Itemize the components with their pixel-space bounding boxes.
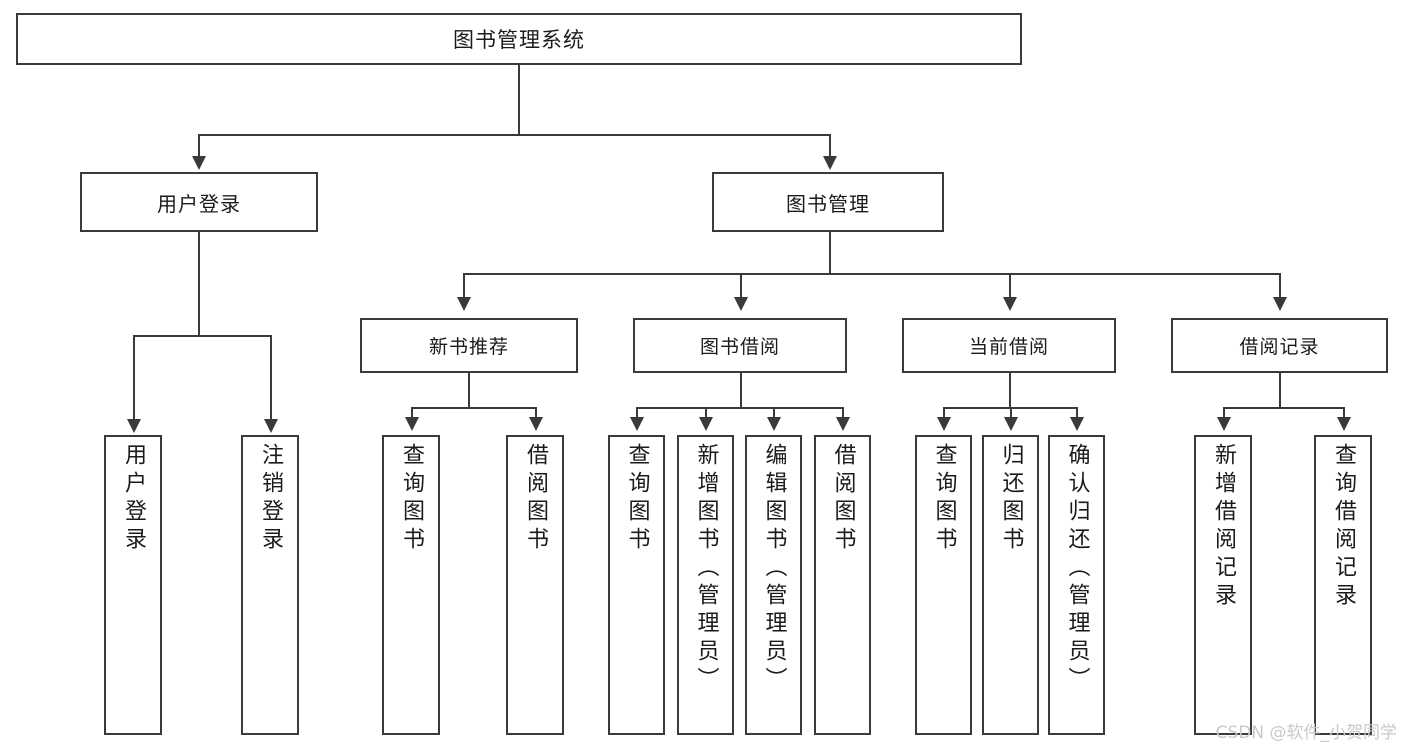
node-label: 借阅图书 xyxy=(523,443,548,555)
node-label: 查询图书 xyxy=(624,443,650,555)
arrowhead-bb-leaf-3 xyxy=(767,417,781,431)
node-leaf-add-book[interactable]: 新增图书（管理员） xyxy=(677,435,734,735)
node-label: 新书推荐 xyxy=(428,336,509,358)
connector-user-login-bar xyxy=(133,335,271,337)
connector-bb-drop-3 xyxy=(773,407,775,419)
node-label: 借阅记录 xyxy=(1239,336,1320,358)
node-label: 用户登录 xyxy=(121,443,146,555)
node-book-borrow[interactable]: 图书借阅 xyxy=(633,318,847,373)
connector-root-to-book-management xyxy=(829,134,831,158)
node-leaf-query-book-1[interactable]: 查询图书 xyxy=(382,435,440,735)
node-label: 编辑图书（管理员） xyxy=(761,443,787,695)
node-borrow-record[interactable]: 借阅记录 xyxy=(1171,318,1388,373)
node-label: 确认归还（管理员） xyxy=(1064,443,1090,695)
connector-root-to-user-login xyxy=(198,134,200,158)
connector-user-login-stem xyxy=(198,232,200,336)
node-label: 查询图书 xyxy=(399,443,424,555)
node-leaf-return-book[interactable]: 归还图书 xyxy=(982,435,1039,735)
arrowhead-nbr-leaf-1 xyxy=(405,417,419,431)
node-leaf-query-book-3[interactable]: 查询图书 xyxy=(915,435,972,735)
arrowhead-bm-to-current-borrow xyxy=(1003,297,1017,311)
arrowhead-bm-to-new-book-recommend xyxy=(457,297,471,311)
node-label: 图书管理 xyxy=(786,191,870,216)
node-leaf-logout[interactable]: 注销登录 xyxy=(241,435,299,735)
node-root-system[interactable]: 图书管理系统 xyxy=(16,13,1022,65)
connector-user-login-drop-2 xyxy=(270,335,272,421)
node-new-book-recommend[interactable]: 新书推荐 xyxy=(360,318,578,373)
connector-user-login-drop-1 xyxy=(133,335,135,421)
connector-bb-drop-2 xyxy=(705,407,707,419)
connector-borrow-record-stem xyxy=(1279,373,1281,409)
connector-new-book-recommend-bar xyxy=(411,407,537,409)
node-leaf-query-book-2[interactable]: 查询图书 xyxy=(608,435,665,735)
node-label: 当前借阅 xyxy=(968,336,1049,358)
node-label: 查询图书 xyxy=(931,443,957,555)
node-leaf-query-record[interactable]: 查询借阅记录 xyxy=(1314,435,1372,735)
arrowhead-cb-leaf-1 xyxy=(937,417,951,431)
node-user-login[interactable]: 用户登录 xyxy=(80,172,318,232)
node-leaf-add-record[interactable]: 新增借阅记录 xyxy=(1194,435,1252,735)
node-leaf-edit-book[interactable]: 编辑图书（管理员） xyxy=(745,435,802,735)
node-leaf-user-login[interactable]: 用户登录 xyxy=(104,435,162,735)
connector-cb-drop-2 xyxy=(1010,407,1012,419)
arrowhead-br-leaf-2 xyxy=(1337,417,1351,431)
connector-bm-drop-3 xyxy=(1009,273,1011,299)
connector-nbr-drop-1 xyxy=(411,407,413,419)
connector-book-borrow-stem xyxy=(740,373,742,409)
connector-root-stem xyxy=(518,65,520,135)
connector-cb-drop-1 xyxy=(943,407,945,419)
arrowhead-cb-leaf-2 xyxy=(1004,417,1018,431)
connector-bb-drop-4 xyxy=(842,407,844,419)
node-label: 借阅图书 xyxy=(830,443,856,555)
arrowhead-cb-leaf-3 xyxy=(1070,417,1084,431)
connector-bm-drop-2 xyxy=(740,273,742,299)
arrowhead-br-leaf-1 xyxy=(1217,417,1231,431)
arrowhead-bb-leaf-4 xyxy=(836,417,850,431)
connector-current-borrow-stem xyxy=(1009,373,1011,409)
node-label: 归还图书 xyxy=(998,443,1024,555)
arrowhead-root-to-book-management xyxy=(823,156,837,170)
connector-book-borrow-bar xyxy=(636,407,844,409)
connector-borrow-record-bar xyxy=(1223,407,1345,409)
arrowhead-bb-leaf-1 xyxy=(630,417,644,431)
node-label: 查询借阅记录 xyxy=(1331,443,1356,611)
arrowhead-root-to-user-login xyxy=(192,156,206,170)
node-leaf-borrow-book-1[interactable]: 借阅图书 xyxy=(506,435,564,735)
connector-nbr-drop-2 xyxy=(535,407,537,419)
connector-root-bar xyxy=(198,134,830,136)
connector-cb-drop-3 xyxy=(1076,407,1078,419)
node-book-management[interactable]: 图书管理 xyxy=(712,172,944,232)
connector-new-book-recommend-stem xyxy=(468,373,470,409)
connector-book-management-stem xyxy=(829,232,831,274)
arrowhead-bm-to-borrow-record xyxy=(1273,297,1287,311)
node-label: 新增图书（管理员） xyxy=(693,443,719,695)
arrowhead-nbr-leaf-2 xyxy=(529,417,543,431)
node-label: 注销登录 xyxy=(258,443,283,555)
arrowhead-user-login-leaf-1 xyxy=(127,419,141,433)
connector-bb-drop-1 xyxy=(636,407,638,419)
node-label: 用户登录 xyxy=(157,191,241,216)
connector-br-drop-2 xyxy=(1343,407,1345,419)
connector-bm-drop-1 xyxy=(463,273,465,299)
arrowhead-user-login-leaf-2 xyxy=(264,419,278,433)
node-label: 图书借阅 xyxy=(699,336,780,358)
arrowhead-bm-to-book-borrow xyxy=(734,297,748,311)
connector-br-drop-1 xyxy=(1223,407,1225,419)
arrowhead-bb-leaf-2 xyxy=(699,417,713,431)
node-current-borrow[interactable]: 当前借阅 xyxy=(902,318,1116,373)
connector-book-management-bar xyxy=(463,273,1281,275)
node-label: 图书管理系统 xyxy=(453,28,585,52)
node-leaf-borrow-book-2[interactable]: 借阅图书 xyxy=(814,435,871,735)
connector-bm-drop-4 xyxy=(1279,273,1281,299)
node-leaf-confirm-return[interactable]: 确认归还（管理员） xyxy=(1048,435,1105,735)
node-label: 新增借阅记录 xyxy=(1211,443,1236,611)
